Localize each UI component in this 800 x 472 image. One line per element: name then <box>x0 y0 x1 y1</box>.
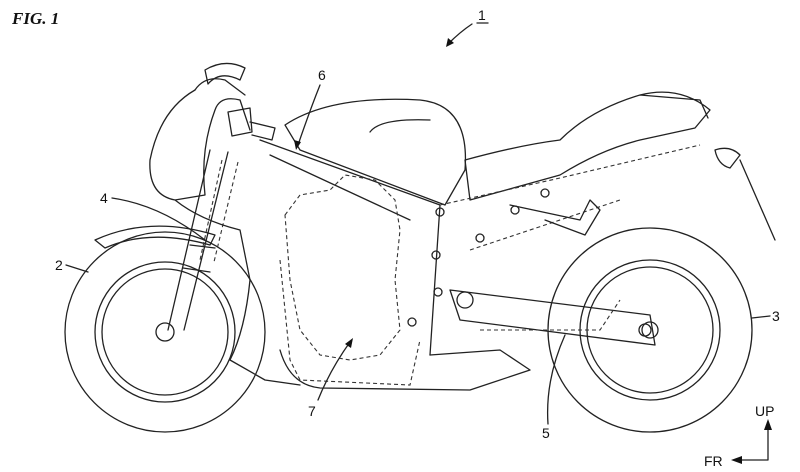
front-fork <box>167 149 239 331</box>
svg-text:3: 3 <box>772 308 780 324</box>
footrest <box>509 199 601 236</box>
label-4: 4 <box>100 190 206 241</box>
svg-text:7: 7 <box>308 403 316 419</box>
up-label: UP <box>755 403 774 419</box>
orientation-indicator: UP FR <box>704 403 774 469</box>
front-fender <box>94 225 216 249</box>
label-3: 3 <box>751 308 780 324</box>
windscreen <box>194 78 246 96</box>
label-6: 6 <box>294 67 326 150</box>
tail-light <box>714 147 776 241</box>
engine-case <box>279 259 421 386</box>
seat-tail <box>464 91 711 201</box>
label-1: 1 <box>446 7 489 47</box>
front-label: FR <box>704 453 723 469</box>
svg-text:2: 2 <box>55 257 63 273</box>
svg-text:6: 6 <box>318 67 326 83</box>
under-cowl <box>279 349 531 391</box>
svg-text:1: 1 <box>478 7 486 23</box>
engine <box>284 174 401 361</box>
front-wheel <box>64 231 266 433</box>
label-5: 5 <box>542 334 566 441</box>
svg-text:5: 5 <box>542 425 550 441</box>
svg-text:4: 4 <box>100 190 108 206</box>
label-2: 2 <box>55 257 89 273</box>
frame <box>259 139 701 356</box>
figure-title: FIG. 1 <box>11 9 59 28</box>
label-7: 7 <box>308 338 353 419</box>
fuel-tank <box>284 98 467 206</box>
handlebar <box>227 107 276 141</box>
swing-arm <box>449 289 656 346</box>
